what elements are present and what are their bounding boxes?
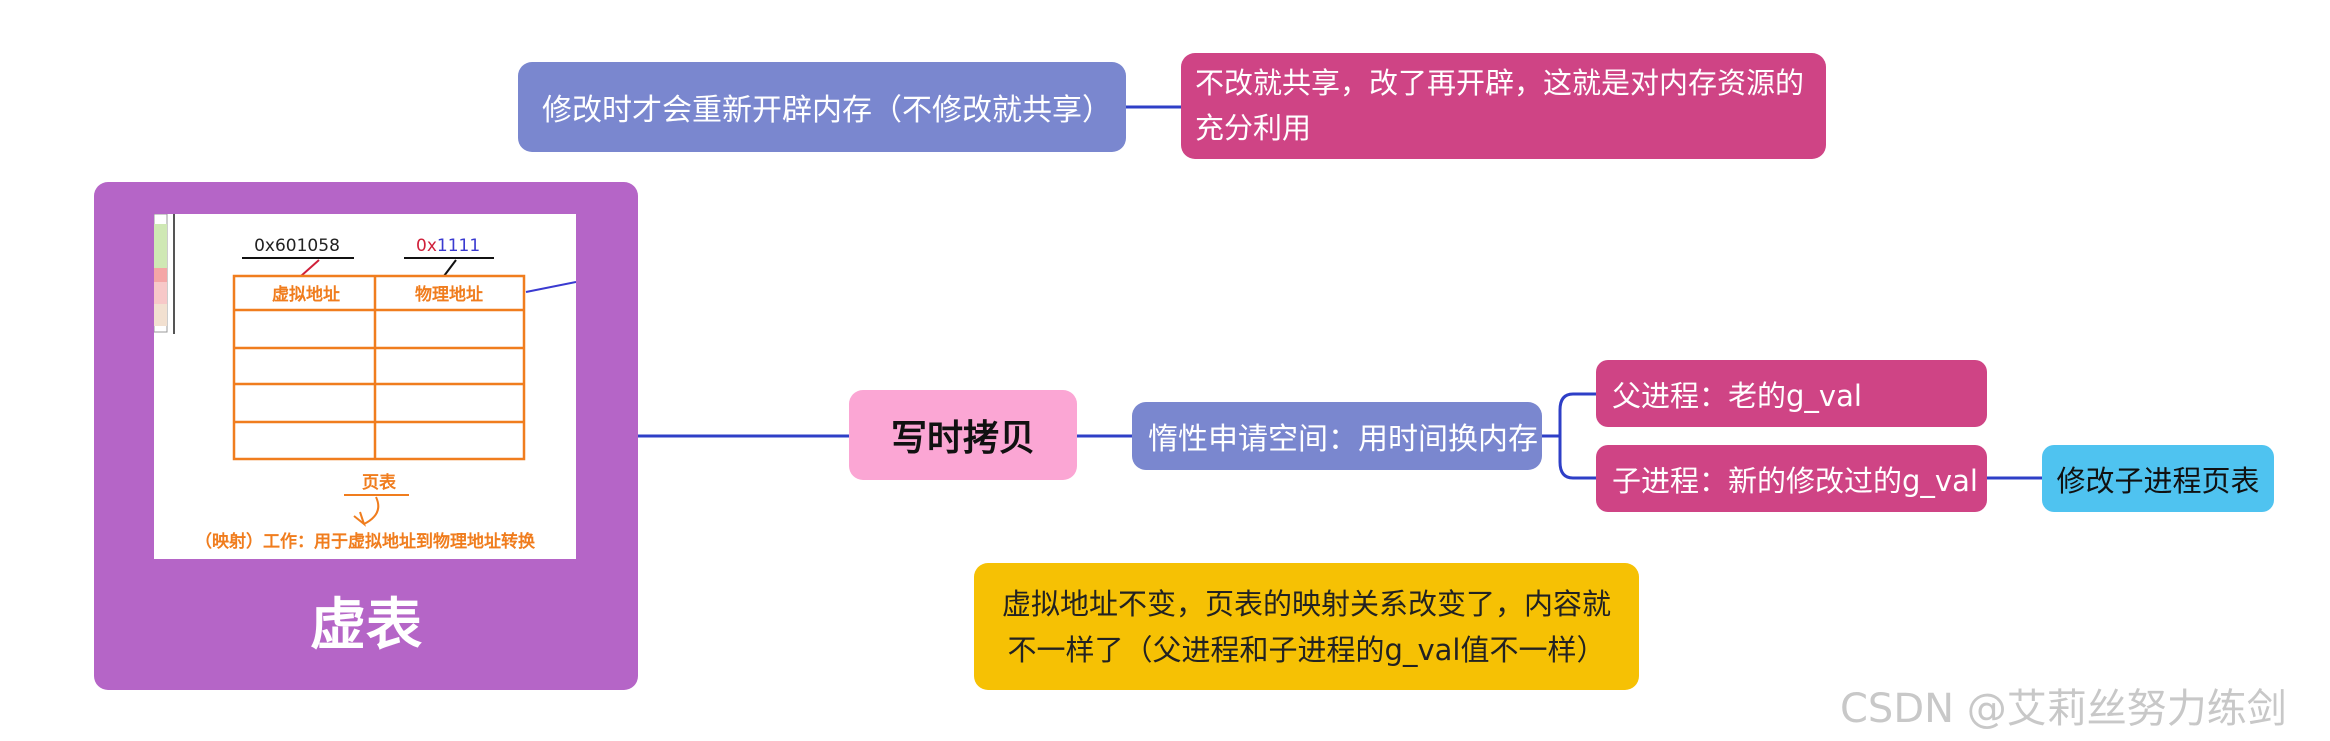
node-lazy-allocation[interactable]: 惰性申请空间：用时间换内存 [1132,402,1542,470]
node-label: 惰性申请空间：用时间换内存 [1148,414,1538,458]
node-copy-on-write-root[interactable]: 写时拷贝 [849,390,1077,480]
node-share-then-allocate[interactable]: 不改就共享，改了再开辟，这就是对内存资源的 充分利用 [1181,53,1826,159]
connector-lazy-branch [1542,394,1596,478]
virtual-address-value: 0x601058 [254,236,340,256]
node-label: 父进程：老的g_val [1612,373,1862,415]
node-label: 修改子进程页表 [2056,458,2259,500]
page-table-label: 页表 [362,472,397,493]
page-table-sketch-image: 0x601058 0x1111 虚拟地址 物理地址 页表 （映射）工 [154,214,576,559]
node-title: 虚表 [94,580,638,661]
page-table-caption: （映射）工作：用于虚拟地址到物理地址转换 [195,531,536,552]
node-child-process[interactable]: 子进程：新的修改过的g_val [1596,445,1987,512]
node-label-line2: 充分利用 [1195,106,1804,151]
column-virtual-address: 虚拟地址 [272,284,340,305]
node-virtual-table[interactable]: 0x601058 0x1111 虚拟地址 物理地址 页表 （映射）工 [94,182,638,690]
page-table-sketch: 0x601058 0x1111 虚拟地址 物理地址 页表 （映射）工 [154,214,576,559]
node-parent-process[interactable]: 父进程：老的g_val [1596,360,1987,427]
note-line1: 虚拟地址不变，页表的映射关系改变了，内容就 [1002,581,1611,627]
node-label: 子进程：新的修改过的g_val [1612,458,1978,500]
note-line2: 不一样了（父进程和子进程的g_val值不一样） [1008,627,1606,673]
node-modify-on-write[interactable]: 修改时才会重新开辟内存（不修改就共享） [518,62,1126,152]
physical-address-value: 0x1111 [416,236,480,256]
node-label: 修改时才会重新开辟内存（不修改就共享） [542,85,1112,129]
column-physical-address: 物理地址 [415,284,483,305]
node-label-line1: 不改就共享，改了再开辟，这就是对内存资源的 [1195,61,1804,106]
node-note-virtual-address[interactable]: 虚拟地址不变，页表的映射关系改变了，内容就 不一样了（父进程和子进程的g_val… [974,563,1639,690]
node-modify-child-page-table[interactable]: 修改子进程页表 [2042,445,2274,512]
node-label: 写时拷贝 [891,409,1035,461]
watermark: CSDN @艾莉丝努力练剑 [1840,676,2287,734]
